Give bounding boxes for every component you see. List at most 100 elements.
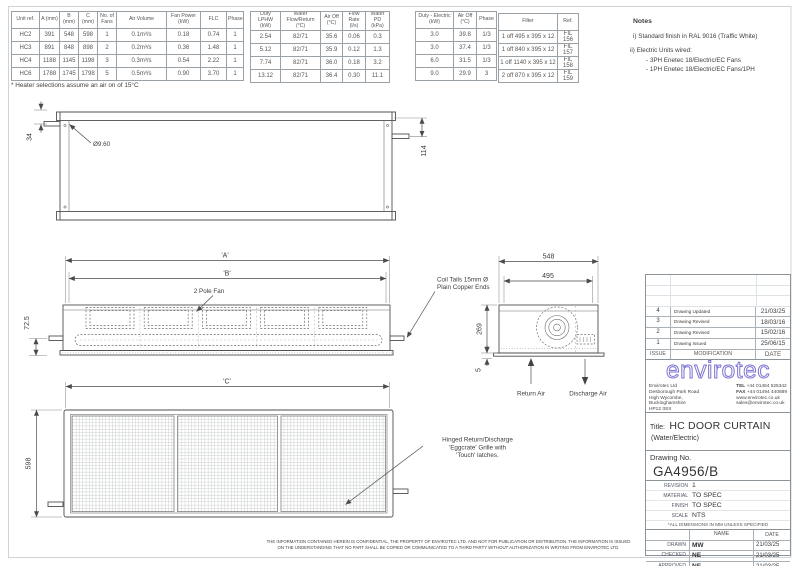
name-header: NAME [690, 530, 754, 540]
table-cell: 598 [78, 28, 98, 42]
table-cell: FIL 158 [557, 56, 579, 70]
signoff-label: CHECKED [646, 551, 690, 561]
table-cell: 1.48 [200, 41, 227, 55]
revision-date: 15/02/16 [760, 329, 786, 337]
address-lines: Envirotec Ltd Desborough Park Road High … [649, 384, 700, 413]
fan-scroll [536, 306, 578, 349]
table-cell: 29.9 [453, 67, 477, 81]
revision-header-row: ISSUE MODIFICATION DATE [646, 349, 790, 360]
coil-tails-label-line1: Coil Tails 15mm Ø [437, 277, 488, 284]
confidentiality-line1: THE INFORMATION CONTAINED HEREIN IS CONF… [266, 539, 631, 544]
address-line: Envirotec Ltd [649, 384, 677, 389]
spec-label: SCALE [671, 512, 688, 519]
table-cell: 35.6 [320, 29, 343, 44]
dim-72-5: 72.5 [24, 316, 31, 330]
address-line: HP12 3SX [649, 407, 672, 413]
side-view: 548 495 269 5 Return Air Discharge Air [476, 254, 607, 398]
revision-date: 21/03/25 [760, 307, 786, 315]
water-duty-table: Duty LPHW (kW)Water Flow/Return (°C)Air … [250, 11, 390, 83]
spec-value: 1 [692, 482, 696, 489]
dim-34: 34 [27, 133, 34, 141]
table-cell: 36.4 [320, 68, 343, 83]
pipe-stub [392, 488, 409, 494]
table-cell: HC3 [11, 41, 40, 55]
table-cell: 1 [226, 41, 244, 55]
table-cell: 82/71 [280, 68, 321, 83]
column-header: Air Off (°C) [453, 11, 477, 29]
signoff-row: DRAWN MW 21/03/25 [646, 540, 790, 552]
table-cell: 3.2 [365, 55, 390, 70]
pipe-stub [391, 133, 410, 139]
table-cell: HC6 [11, 67, 40, 81]
column-header: A (mm) [39, 11, 60, 29]
spec-value: TO SPEC [692, 492, 722, 499]
revision-date: 18/03/16 [760, 318, 786, 326]
table-cell: 0.3m³/s [116, 54, 167, 68]
revision-modification: Drawing Revised [671, 317, 756, 327]
table-cell: 2.22 [200, 54, 227, 68]
signoff-header-row: NAME DATE [646, 530, 790, 541]
table-cell: 3 [476, 67, 497, 81]
table-cell: HC4 [11, 54, 40, 68]
revision-number: 4 [646, 306, 671, 317]
table-cell: 0.18 [342, 55, 366, 70]
discharge-air-arrow [581, 377, 589, 385]
table-cell: 3.0 [415, 28, 454, 42]
table-cell: 1798 [78, 67, 98, 81]
revision-modification: Drawing Revised [671, 328, 756, 338]
coil-tails-label-line2: Plain Copper Ends [437, 284, 490, 291]
signoff-label: DRAWN [646, 540, 690, 551]
pipe-stub [48, 335, 64, 341]
tel-value: +44 01494 525342 [746, 384, 787, 389]
hole-diameter-label: Ø9.60 [93, 141, 111, 148]
column-header: Phase [226, 11, 244, 29]
table-cell: 1/3 [476, 28, 497, 42]
revision-row: 1 Drawing Issued 25/06/15 [646, 338, 790, 350]
fan-outlines [85, 307, 368, 329]
address-line: Desborough Park Road [649, 389, 700, 395]
table-cell: 1 [226, 54, 244, 68]
table-cell: 0.2m³/s [116, 41, 167, 55]
table-cell: 0.12 [342, 42, 366, 57]
grille-label-line2: 'Eggcrate' Grille with [449, 445, 506, 452]
table-cell: 1745 [59, 67, 79, 81]
address-line: High Wycombe, [649, 395, 683, 401]
front-view: 'A' 'B' 2 Pole Fan 72.5 Coil Tails 15mm … [24, 253, 490, 356]
table-cell: 3 [97, 54, 117, 68]
table-cell: 0.30 [342, 68, 366, 83]
table-cell: 1 [226, 28, 244, 42]
column-header: C (mm) [78, 11, 98, 29]
spec-row: MATERIAL TO SPEC [646, 491, 790, 501]
table-cell: 0.36 [166, 41, 201, 55]
drawing-number-label: Drawing No. [650, 453, 692, 462]
revision-row-empty [646, 285, 790, 296]
signoff-row: CHECKED NE 21/03/25 [646, 551, 790, 562]
signoff-date: 21/03/25 [756, 552, 780, 559]
revision-row: 4 Drawing Updated 21/03/25 [646, 306, 790, 318]
table-cell: 39.8 [453, 28, 477, 42]
table-cell: FIL 159 [557, 69, 579, 83]
spec-row: FINISH TO SPEC [646, 501, 790, 511]
column-header: Flow Rate (l/s) [342, 11, 366, 31]
column-header: Phase [476, 11, 497, 29]
grille-label-line1: Hinged Return/Discharge [442, 437, 513, 444]
table-cell: 13.12 [250, 68, 281, 83]
column-header: FLC [200, 11, 227, 29]
dim-269: 269 [477, 323, 484, 335]
table-cell: 848 [59, 41, 79, 55]
dim-598: 598 [26, 458, 33, 470]
column-header: Filter [498, 13, 558, 31]
column-header: No. of Fans [97, 11, 117, 29]
table-cell: 1/3 [476, 41, 497, 55]
drawing-subtitle: (Water/Electric) [651, 435, 699, 442]
